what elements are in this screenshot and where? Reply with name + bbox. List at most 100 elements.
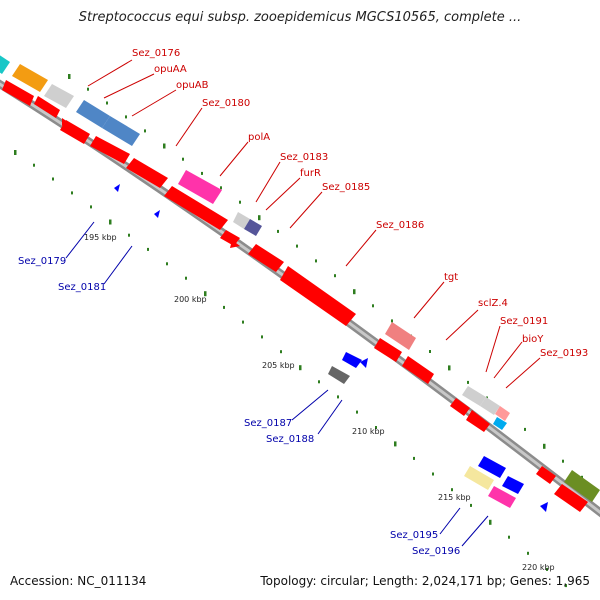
gene-label-Sez_0191[interactable]: Sez_0191 <box>500 316 548 327</box>
tick-dot <box>14 150 17 155</box>
gene-furR[interactable] <box>244 219 262 236</box>
tick-dot <box>68 74 71 79</box>
gene-arrowhead-red[interactable] <box>230 240 240 248</box>
gene-label-polA[interactable]: polA <box>248 132 270 143</box>
tick-dot <box>413 456 415 460</box>
gene-cyan[interactable] <box>0 52 10 74</box>
tick-dot <box>315 259 317 263</box>
gene-label-Sez_0180[interactable]: Sez_0180 <box>202 98 250 109</box>
gene-label-Sez_0188[interactable]: Sez_0188 <box>266 434 314 445</box>
tick-dot <box>163 143 166 149</box>
gene-arrow-red[interactable] <box>126 158 168 188</box>
gene-arrowhead-red[interactable] <box>62 118 68 126</box>
gene-label-tgt[interactable]: tgt <box>444 272 458 283</box>
gene-Sez_0195[interactable] <box>464 466 494 490</box>
gene-opuAB[interactable] <box>102 116 140 146</box>
gene-arrow-red[interactable] <box>34 96 60 118</box>
tick-dot <box>258 215 261 221</box>
gene-sclZ4[interactable] <box>462 386 486 406</box>
gene-label-Sez_0196[interactable]: Sez_0196 <box>412 546 460 557</box>
gene-label-Sez_0181[interactable]: Sez_0181 <box>58 282 106 293</box>
gene-blue-reverse[interactable] <box>154 210 160 218</box>
accession-text: Accession: NC_011134 <box>10 574 147 588</box>
tick-dot <box>239 200 241 204</box>
tick-dot <box>470 503 472 507</box>
gene-arrow-red[interactable] <box>220 230 240 246</box>
tick-dot <box>90 205 92 209</box>
gene-Sez_0193[interactable] <box>493 417 507 430</box>
tick-dot <box>372 304 374 308</box>
tick-dot <box>299 365 302 371</box>
gene-grey-1[interactable] <box>44 84 74 108</box>
gene-blue-reverse[interactable] <box>114 184 120 192</box>
gene-label-furR[interactable]: furR <box>300 168 321 179</box>
gene-arrow-red[interactable] <box>554 484 588 512</box>
gene-label-Sez_0186[interactable]: Sez_0186 <box>376 220 424 231</box>
gene-orange[interactable] <box>12 64 48 92</box>
gene-bioY[interactable] <box>495 406 510 421</box>
gene-features[interactable] <box>0 52 600 512</box>
tick-dot <box>125 115 127 119</box>
gene-label-Sez_0185[interactable]: Sez_0185 <box>322 182 370 193</box>
tick-dot <box>565 584 567 588</box>
scale-labels: 195 kbp 200 kbp 205 kbp 210 kbp 215 kbp … <box>84 233 555 572</box>
scale-label-215kbp: 215 kbp <box>438 493 471 502</box>
gene-blue-box-2[interactable] <box>502 476 524 494</box>
tick-dot <box>543 443 546 449</box>
gene-label-Sez_0183[interactable]: Sez_0183 <box>280 152 328 163</box>
tick-dot <box>337 395 339 399</box>
tick-dot <box>448 365 451 371</box>
tick-dot <box>508 535 510 539</box>
tick-dot <box>394 441 397 447</box>
gene-label-Sez_0195[interactable]: Sez_0195 <box>390 530 438 541</box>
tick-dot <box>524 427 526 431</box>
gene-blue-box[interactable] <box>478 456 506 478</box>
gene-arrow-red[interactable] <box>60 120 90 144</box>
gene-Sez_0188[interactable] <box>328 366 350 384</box>
gene-arrow-red[interactable] <box>402 356 434 384</box>
tick-dot <box>223 305 225 309</box>
gene-opuAA[interactable] <box>76 100 110 128</box>
scale-label-210kbp: 210 kbp <box>352 427 385 436</box>
gene-arrow-red[interactable] <box>2 80 34 106</box>
gene-polA[interactable] <box>178 170 222 204</box>
gene-label-Sez_0193[interactable]: Sez_0193 <box>540 348 588 359</box>
gene-label-sclZ4[interactable]: sclZ.4 <box>478 298 508 309</box>
gene-label-Sez_0179[interactable]: Sez_0179 <box>18 256 66 267</box>
gene-arrow-red[interactable] <box>280 266 356 326</box>
gene-arrow-red[interactable] <box>164 186 228 230</box>
tick-dot <box>128 233 130 237</box>
tick-dot <box>166 262 168 266</box>
gene-arrow-red[interactable] <box>466 410 490 432</box>
gene-Sez_0196[interactable] <box>488 486 516 508</box>
gene-arrow-red[interactable] <box>374 338 402 362</box>
gene-Sez_0183[interactable] <box>233 212 250 229</box>
gene-label-Sez_0187[interactable]: Sez_0187 <box>244 418 292 429</box>
gene-blue-reverse[interactable] <box>540 502 548 512</box>
scale-label-220kbp: 220 kbp <box>522 563 555 572</box>
tick-dot <box>296 244 298 248</box>
tick-dot <box>391 319 393 323</box>
label-leader-lines <box>65 59 541 547</box>
tick-dot <box>87 87 89 91</box>
gene-Sez_0187-arrow[interactable] <box>360 358 368 368</box>
gene-label-Sez_0176[interactable]: Sez_0176 <box>132 48 180 59</box>
tick-dot <box>353 289 356 295</box>
gene-Sez_0187[interactable] <box>342 352 362 368</box>
tick-dot <box>147 247 149 251</box>
gene-label-opuAB[interactable]: opuAB <box>176 80 209 91</box>
gene-arrow-red[interactable] <box>450 398 470 416</box>
gene-label-bioY[interactable]: bioY <box>522 334 544 345</box>
gene-arrow-red[interactable] <box>90 136 130 164</box>
gene-tgt[interactable] <box>385 322 416 350</box>
gene-green[interactable] <box>564 470 600 502</box>
tick-dot <box>106 101 108 105</box>
gene-label-opuAA[interactable]: opuAA <box>154 64 187 75</box>
tick-dot <box>527 551 529 555</box>
gene-arrow-red[interactable] <box>248 244 284 272</box>
gene-Sez_0191[interactable] <box>480 397 500 415</box>
tick-dot <box>33 163 35 167</box>
gene-arrow-red[interactable] <box>536 466 556 484</box>
